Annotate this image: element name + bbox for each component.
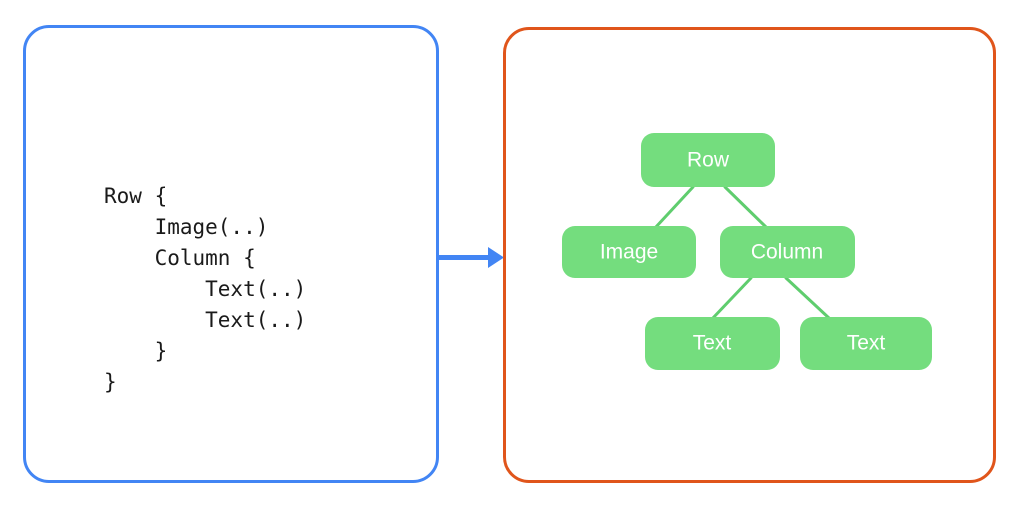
node-box-image [562,226,696,278]
tree-node-row[interactable]: Row [641,133,775,187]
code-panel: Row { Image(..) Column { Text(..) Text(.… [23,25,439,483]
tree-edges [653,185,832,321]
edge-column-text1 [710,276,753,321]
node-label-row: Row [687,149,730,172]
node-box-text-1 [645,317,780,370]
node-box-text-2 [800,317,932,370]
code-snippet: Row { Image(..) Column { Text(..) Text(.… [104,184,307,394]
edge-column-text2 [784,276,832,321]
node-label-image: Image [600,241,658,264]
tree-node-text-2[interactable]: Text [800,317,932,370]
arrow-head-icon [488,247,504,268]
composition-tree: Row Image Column Text Text [562,133,932,370]
tree-node-column[interactable]: Column [720,226,855,278]
edge-row-column [723,185,769,230]
node-box-row [641,133,775,187]
node-label-text-1: Text [693,332,732,355]
transform-arrow [436,247,504,268]
tree-node-image[interactable]: Image [562,226,696,278]
node-label-column: Column [751,241,823,264]
node-box-column [720,226,855,278]
tree-node-text-1[interactable]: Text [645,317,780,370]
edge-row-image [653,185,695,230]
node-label-text-2: Text [847,332,886,355]
